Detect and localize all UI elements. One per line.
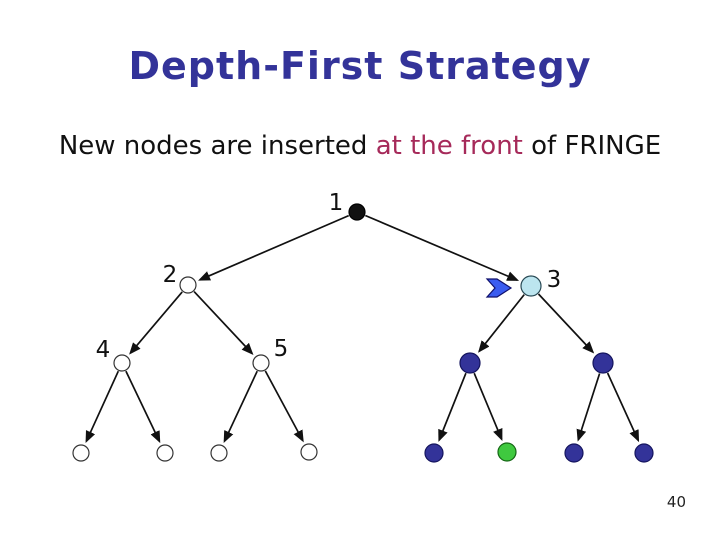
fringe-front-marker-icon [485,278,513,298]
tree-node-white-2 [179,276,197,294]
tree-node-white [210,444,228,462]
tree-node-darkblue [634,443,654,463]
tree-node-lightblue-3 [520,275,542,297]
page-number: 40 [666,493,686,511]
tree-edge [85,370,120,444]
tree-node-green [497,442,517,462]
tree-node-white-4 [113,354,131,372]
tree-node-label: 1 [329,190,344,216]
tree-edge [438,372,467,442]
subtitle-suffix: of FRINGE [522,131,662,161]
tree-node-black-1 [348,203,366,221]
tree-edge [537,293,595,354]
slide-title: Depth-First Strategy [128,44,592,88]
subtitle-prefix: New nodes are inserted [58,131,376,161]
tree-edge [223,370,258,444]
slide-subtitle: New nodes are inserted at the front of F… [0,131,720,161]
tree-node-white-5 [252,354,270,372]
tree-node-darkblue [564,443,584,463]
tree-node-darkblue [424,443,444,463]
tree-node-white [300,443,318,461]
tree-edge [576,373,601,442]
tree-edge [478,294,525,353]
tree-node-label: 4 [96,337,111,363]
tree-node-label: 5 [274,336,289,362]
tree-edge [264,370,304,443]
tree-node-label: 3 [547,267,562,293]
tree-node-darkblue [592,352,614,374]
tree-edge [125,370,161,444]
tree-node-white [72,444,90,462]
tree-edge [129,291,183,355]
tree-edge [193,291,254,355]
tree-edge [473,372,503,441]
subtitle-highlight: at the front [375,131,523,161]
tree-node-label: 2 [163,262,178,288]
tree-node-white [156,444,174,462]
tree-edge [364,214,520,281]
tree-node-darkblue [459,352,481,374]
tree-edge [198,214,350,281]
tree-edge [606,372,640,443]
